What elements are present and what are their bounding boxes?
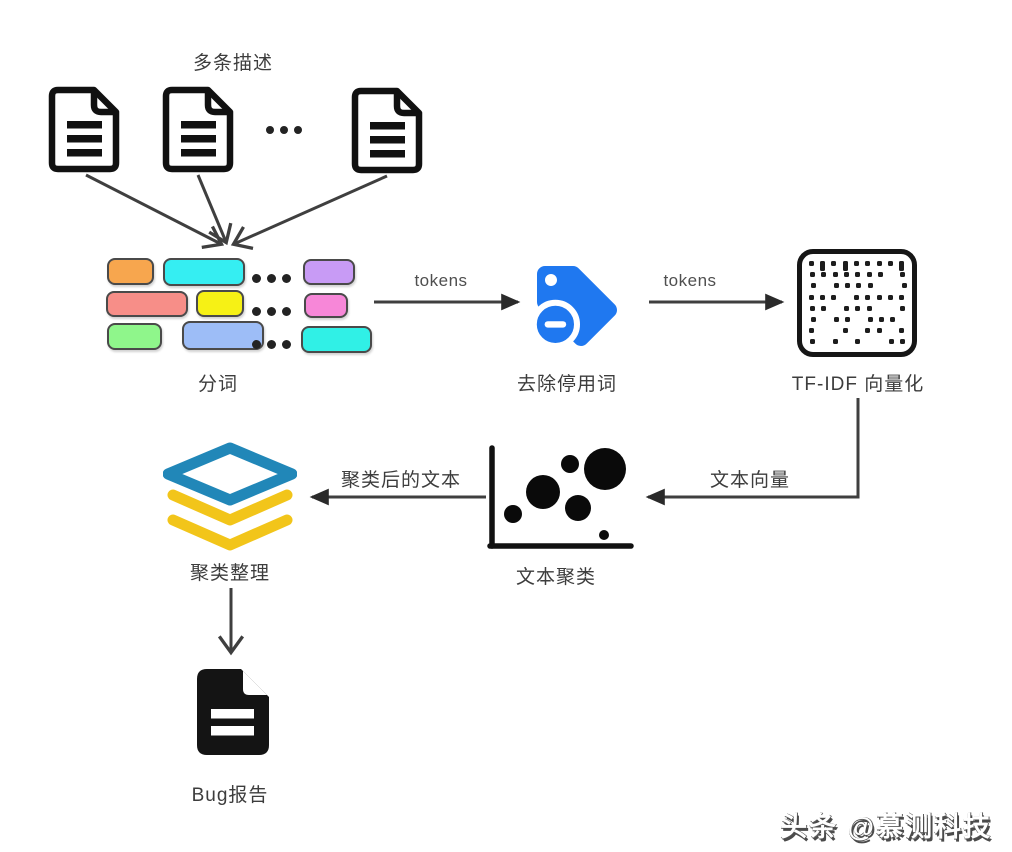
- document-icon: [45, 84, 125, 174]
- tfidf-label: TF-IDF 向量化: [791, 374, 925, 395]
- word-token-block: [182, 321, 264, 350]
- ellipsis-tokens: [252, 274, 297, 283]
- tokens-label-2: tokens: [663, 271, 717, 290]
- word-token-block: [303, 259, 355, 285]
- ellipsis-tokens: [252, 340, 297, 349]
- stopword-tag-icon: [527, 258, 627, 350]
- word-token-block: [107, 323, 162, 350]
- tokens-label-1: tokens: [414, 271, 468, 290]
- text-vector-label: 文本向量: [709, 470, 791, 491]
- remove-stopwords-label: 去除停用词: [516, 374, 618, 395]
- text-clustering-label: 文本聚类: [515, 567, 597, 588]
- word-token-block: [301, 326, 372, 353]
- segmentation-label: 分词: [197, 374, 239, 395]
- word-token-block: [196, 290, 244, 317]
- arrow-doc3-to-segmentation: [230, 174, 388, 250]
- word-token-block: [106, 291, 188, 317]
- arrow-doc2-to-segmentation: [196, 174, 233, 246]
- word-token-block: [304, 293, 348, 318]
- arrow-doc1-to-segmentation: [85, 173, 225, 249]
- layers-icon: [163, 441, 297, 553]
- ellipsis-tokens: [252, 307, 297, 316]
- multi-descriptions-label: 多条描述: [192, 53, 274, 74]
- cluster-organize-label: 聚类整理: [189, 563, 271, 584]
- document-icon: [348, 85, 428, 175]
- ellipsis-docs: [266, 126, 308, 134]
- bug-report-label: Bug报告: [191, 785, 269, 806]
- clustering-scatter-icon: [470, 440, 650, 560]
- bug-report-icon: [194, 666, 272, 758]
- word-token-block: [163, 258, 245, 286]
- clustered-text-label: 聚类后的文本: [340, 470, 462, 491]
- word-token-block: [107, 258, 154, 285]
- tfidf-matrix-icon: [797, 249, 917, 357]
- watermark: 头条 @慕测科技: [780, 812, 992, 842]
- document-icon: [159, 84, 239, 174]
- arrow-tfidf-to-clustering: [645, 398, 860, 506]
